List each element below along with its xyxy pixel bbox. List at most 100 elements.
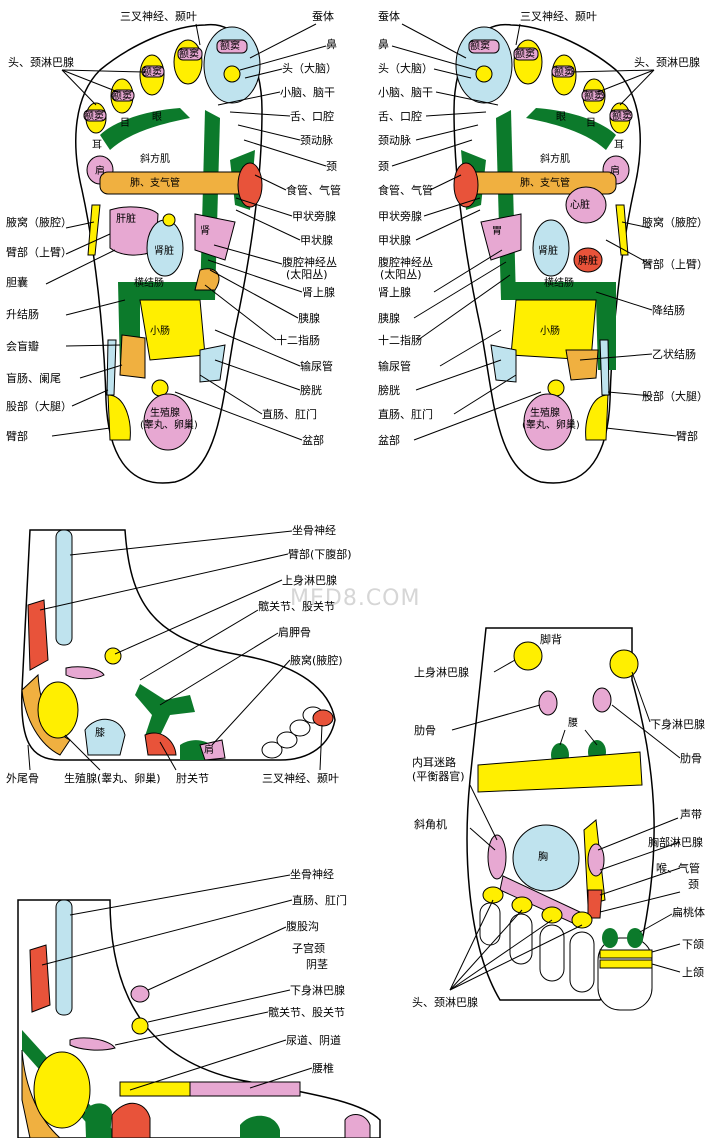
dorsum-label-throat: 喉、气管 bbox=[656, 862, 700, 875]
lsole-label-esophagus: 食管、气管 bbox=[286, 184, 341, 197]
rsole-label-trigeminal: 三叉神经、颞叶 bbox=[520, 10, 597, 23]
inner-label-groin: 腹股沟 bbox=[286, 920, 319, 933]
rsole-inner-gonad: 生殖腺 bbox=[530, 408, 560, 419]
rsole-label-thyroid: 甲状腺 bbox=[378, 234, 411, 247]
rsole-inner-sinus-5: 额窦 bbox=[612, 111, 632, 122]
lsole-label-bladder: 膀胱 bbox=[300, 384, 322, 397]
inner-foot bbox=[17, 874, 381, 1138]
rsole-label-brain: 头（大脑） bbox=[378, 62, 433, 75]
lsole-label-armpit: 腋窝（腋腔） bbox=[6, 216, 72, 229]
rsole-label-head-neck-lymph: 头、颈淋巴腺 bbox=[634, 56, 700, 69]
left-sole bbox=[45, 23, 327, 484]
dorsum-inner-waist: 腰 bbox=[568, 718, 578, 729]
lsole-label-head-neck-lymph: 头、颈淋巴腺 bbox=[8, 56, 74, 69]
dorsum-label-head-neck-lymph: 头、颈淋巴腺 bbox=[412, 996, 478, 1009]
inner-label-cervix: 子宫颈 bbox=[292, 942, 325, 955]
lsole-label-pituitary: 蚕体 bbox=[312, 10, 334, 23]
lsole-label-pancreas: 胰腺 bbox=[298, 312, 320, 325]
lsole-inner-ear: 耳 bbox=[92, 140, 102, 151]
rsole-inner-spleen: 脾脏 bbox=[578, 256, 598, 267]
lsole-label-trigeminal: 三叉神经、颞叶 bbox=[120, 10, 197, 23]
lsole-label-gallbladder: 胆囊 bbox=[6, 276, 28, 289]
dorsum-label-rib-right: 肋骨 bbox=[680, 752, 702, 765]
outer-label-upper-lymph: 上身淋巴腺 bbox=[282, 574, 337, 587]
outer-label-elbow: 肘关节 bbox=[176, 772, 209, 785]
dorsum-label-tonsil: 扁桃体 bbox=[672, 906, 705, 919]
lsole-inner-eye: 眼 bbox=[152, 112, 162, 123]
lsole-label-pelvis: 盆部 bbox=[302, 434, 324, 447]
rsole-label-bladder: 膀胱 bbox=[378, 384, 400, 397]
rsole-label-esophagus: 食管、气管 bbox=[378, 184, 433, 197]
lsole-inner-shoulder: 肩 bbox=[95, 166, 105, 177]
outer-label-gonad: 生殖腺(睾丸、卵巢) bbox=[64, 772, 161, 785]
rsole-inner-trapezius: 斜方肌 bbox=[540, 154, 570, 165]
rsole-label-rectum: 直肠、肛门 bbox=[378, 408, 433, 421]
lsole-label-cerebellum: 小脑、脑干 bbox=[280, 86, 335, 99]
dorsum-label-chest-lymph: 胸部淋巴腺 bbox=[648, 836, 703, 849]
lsole-label-arm: 臂部 bbox=[6, 430, 28, 443]
rsole-label-solar-plexus: (太阳丛) bbox=[380, 268, 422, 281]
rsole-label-armpit: 腋窝（腋腔） bbox=[642, 216, 708, 229]
rsole-label-ureter: 输尿管 bbox=[378, 360, 411, 373]
rsole-inner-kidney: 肾脏 bbox=[538, 246, 558, 257]
lsole-label-celiac-plexus: 腹腔神经丛 bbox=[282, 256, 337, 269]
rsole-inner-eye-2: 目 bbox=[586, 118, 596, 129]
outer-label-sciatic: 坐骨神经 bbox=[292, 524, 336, 537]
lsole-inner-gonad: 生殖腺 bbox=[150, 408, 180, 419]
rsole-inner-eye: 眼 bbox=[556, 112, 566, 123]
dorsum bbox=[449, 627, 681, 1011]
outer-inner-shoulder: 肩 bbox=[204, 745, 214, 756]
rsole-inner-stomach: 胃 bbox=[492, 226, 502, 237]
rsole-label-duodenum: 十二指肠 bbox=[378, 334, 422, 347]
dorsum-label-neck: 颈 bbox=[688, 878, 699, 891]
rsole-label-arm: 臂部 bbox=[676, 430, 698, 443]
rsole-inner-ear: 耳 bbox=[614, 140, 624, 151]
outer-label-trigeminal: 三叉神经、颞叶 bbox=[262, 772, 339, 785]
rsole-inner-lung: 肺、支气管 bbox=[520, 178, 570, 189]
rsole-label-celiac-plexus: 腹腔神经丛 bbox=[378, 256, 433, 269]
outer-label-scapula: 肩胛骨 bbox=[278, 626, 311, 639]
outer-inner-knee: 膝 bbox=[95, 728, 105, 739]
inner-label-lower-lymph: 下身淋巴腺 bbox=[290, 984, 345, 997]
watermark: MED8.COM bbox=[290, 586, 421, 611]
right-sole-lines bbox=[391, 23, 677, 441]
lsole-label-parathyroid: 甲状旁腺 bbox=[292, 210, 336, 223]
lsole-inner-lung: 肺、支气管 bbox=[130, 178, 180, 189]
lsole-label-tongue: 舌、口腔 bbox=[290, 110, 334, 123]
dorsum-label-lower-jaw: 下颌 bbox=[682, 938, 704, 951]
lsole-label-upper-arm: 臂部（上臂） bbox=[6, 246, 72, 259]
outer-label-lower-abdomen: 臂部(下腹部) bbox=[288, 548, 352, 561]
lsole-inner-sinus-1: 额窦 bbox=[220, 41, 240, 52]
rsole-inner-transverse-colon: 横结肠 bbox=[544, 278, 574, 289]
rsole-inner-sinus-1: 额窦 bbox=[470, 41, 490, 52]
lsole-label-ureter: 输尿管 bbox=[300, 360, 333, 373]
rsole-inner-shoulder: 肩 bbox=[610, 166, 620, 177]
dorsum-label-inner-ear: 内耳迷路 bbox=[412, 756, 456, 769]
outer-label-hip-joint: 髋关节、股关节 bbox=[258, 600, 335, 613]
dorsum-inner-chest: 胸 bbox=[538, 852, 548, 863]
dorsum-label-lower-lymph: 下身淋巴腺 bbox=[650, 718, 705, 731]
rsole-label-tongue: 舌、口腔 bbox=[378, 110, 422, 123]
inner-label-hip-joint: 髋关节、股关节 bbox=[268, 1006, 345, 1019]
lsole-label-duodenum: 十二指肠 bbox=[276, 334, 320, 347]
lsole-inner-gonad-note: (睾丸、卵巢) bbox=[140, 420, 198, 431]
rsole-inner-sinus-2: 额窦 bbox=[515, 49, 535, 60]
rsole-inner-sinus-4: 额窦 bbox=[584, 91, 604, 102]
lsole-inner-kidney-2: 肾 bbox=[200, 226, 210, 237]
dorsum-label-balance: (平衡器官) bbox=[412, 770, 465, 783]
lsole-label-brain: 头（大脑） bbox=[282, 62, 337, 75]
rsole-label-adrenal: 肾上腺 bbox=[378, 286, 411, 299]
rsole-label-pancreas: 胰腺 bbox=[378, 312, 400, 325]
lsole-inner-trapezius: 斜方肌 bbox=[140, 154, 170, 165]
lsole-label-thyroid: 甲状腺 bbox=[300, 234, 333, 247]
lsole-inner-sinus-3: 额窦 bbox=[142, 67, 162, 78]
lsole-label-ascending-colon: 升结肠 bbox=[6, 308, 39, 321]
rsole-inner-sinus-3: 额窦 bbox=[554, 67, 574, 78]
rsole-label-thigh: 股部（大腿） bbox=[642, 390, 708, 403]
rsole-label-neck: 颈 bbox=[378, 160, 389, 173]
rsole-label-parathyroid: 甲状旁腺 bbox=[378, 210, 422, 223]
rsole-label-carotid: 颈动脉 bbox=[378, 134, 411, 147]
rsole-label-cerebellum: 小脑、脑干 bbox=[378, 86, 433, 99]
